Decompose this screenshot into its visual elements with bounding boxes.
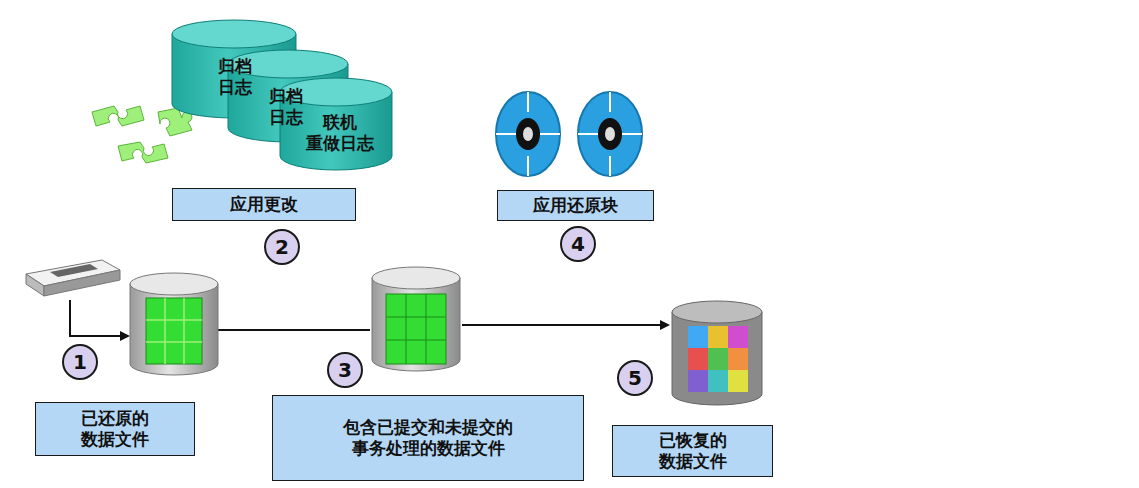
node-text: 归档 日志 <box>215 56 254 99</box>
node-text: 已还原的 数据文件 <box>70 408 160 451</box>
log-cylinder: 归档 日志 <box>236 80 336 134</box>
node-text: 联机 重做日志 <box>294 112 384 155</box>
caption-box: 已还原的 数据文件 <box>35 402 195 456</box>
callout-number: 4 <box>561 227 595 261</box>
callout-number: 3 <box>328 353 362 387</box>
node-text: 应用更改 <box>230 194 298 215</box>
callout-number: 5 <box>618 361 652 395</box>
node-text: 归档 日志 <box>266 86 305 129</box>
caption-box: 应用还原块 <box>497 190 654 221</box>
node-text: 已恢复的 数据文件 <box>647 430 737 473</box>
caption-box: 应用更改 <box>172 188 356 221</box>
caption-box: 已恢复的 数据文件 <box>612 425 773 477</box>
node-text: 应用还原块 <box>533 195 618 216</box>
log-cylinder: 联机 重做日志 <box>286 106 393 160</box>
node-text: 包含已提交和未提交的 事务处理的数据文件 <box>330 417 526 460</box>
callout-number: 1 <box>63 345 97 379</box>
callout-number: 2 <box>265 230 299 264</box>
caption-box: 包含已提交和未提交的 事务处理的数据文件 <box>272 395 584 481</box>
